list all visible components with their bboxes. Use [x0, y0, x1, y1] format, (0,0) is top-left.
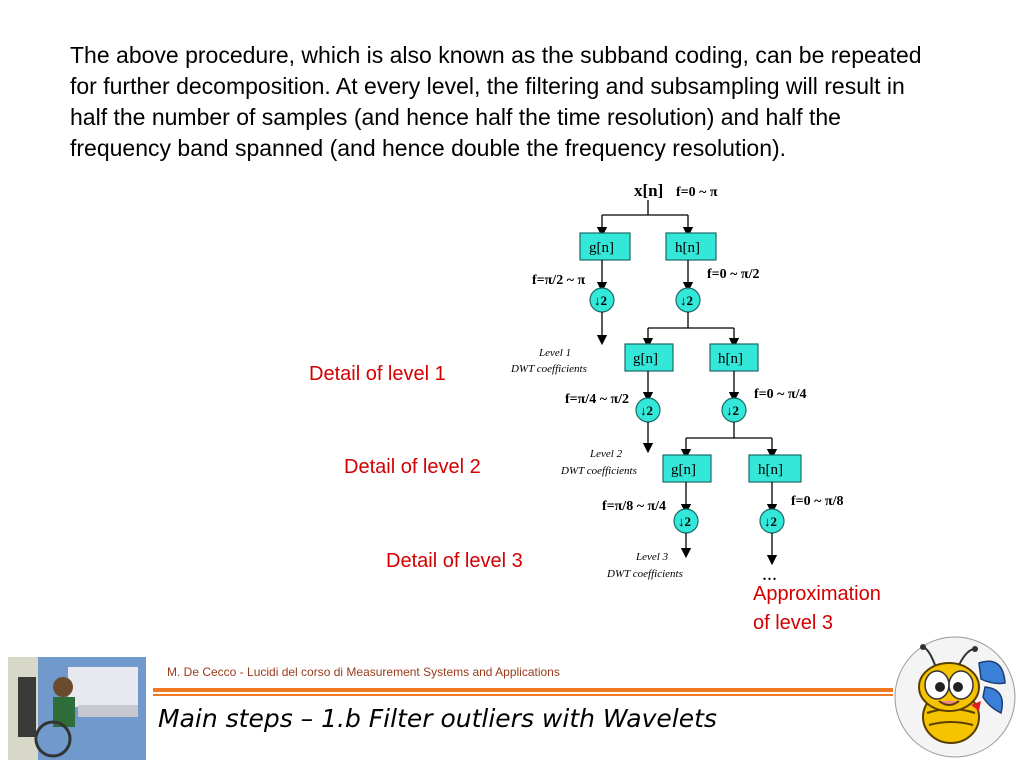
- input-signal-label: x[n]: [634, 181, 663, 200]
- highpass-filter-3: [662, 454, 712, 483]
- footer-credit: M. De Cecco - Lucidi del corso di Measur…: [167, 665, 560, 679]
- approximation-label: Approximation of level 3: [753, 580, 881, 638]
- highpass-filter-1-label: g[n]: [589, 240, 614, 256]
- intro-paragraph: The above procedure, which is also known…: [70, 42, 922, 161]
- approximation-line-2: of level 3: [753, 612, 834, 634]
- lowpass-filter-1-label: h[n]: [675, 240, 700, 256]
- band-g3-label: f=π/8 ~ π/4: [602, 499, 666, 514]
- lowpass-filter-3-label: h[n]: [758, 462, 783, 478]
- highpass-filter-3-label: g[n]: [671, 462, 696, 478]
- level2-coeff: DWT coefficients: [560, 465, 637, 477]
- lowpass-filter-2: [709, 343, 759, 372]
- level3-title: Level 3: [635, 551, 669, 563]
- band-h1-label: f=0 ~ π/2: [707, 267, 759, 282]
- lowpass-filter-1: [665, 232, 717, 261]
- lowpass-filter-2-label: h[n]: [718, 351, 743, 367]
- highpass-filter-1: [579, 232, 631, 261]
- highpass-filter-2-label: g[n]: [633, 351, 658, 367]
- ellipsis-label: ...: [762, 563, 777, 585]
- band-g2-label: f=π/4 ~ π/2: [565, 392, 629, 407]
- input-band-label: f=0 ~ π: [676, 185, 718, 200]
- footer-divider: [153, 688, 893, 692]
- downsample-g1-label: ↓2: [594, 293, 607, 308]
- lowpass-filter-3: [748, 454, 802, 483]
- footer-divider-thin: [153, 694, 893, 696]
- band-g1-label: f=π/2 ~ π: [532, 273, 585, 288]
- band-h3-label: f=0 ~ π/8: [791, 494, 843, 509]
- detail-level-1-label: Detail of level 1: [309, 363, 446, 385]
- downsample-h2-label: ↓2: [726, 403, 739, 418]
- bee-mascot-logo: [893, 635, 1017, 759]
- downsample-h3-label: ↓2: [764, 514, 777, 529]
- detail-level-3-label: Detail of level 3: [386, 550, 523, 572]
- downsample-g3-label: ↓2: [678, 514, 691, 529]
- downsample-g2-label: ↓2: [640, 403, 653, 418]
- level1-coeff: DWT coefficients: [510, 363, 587, 375]
- detail-level-2-label: Detail of level 2: [344, 456, 481, 478]
- highpass-filter-2: [624, 343, 674, 372]
- approximation-line-1: Approximation: [753, 583, 881, 605]
- wheelchair-photo: [8, 657, 146, 760]
- downsample-h1-label: ↓2: [680, 293, 693, 308]
- band-h2-label: f=0 ~ π/4: [754, 387, 806, 402]
- slide-title: Main steps – 1.b Filter outliers with Wa…: [158, 704, 717, 733]
- level1-title: Level 1: [538, 347, 571, 359]
- level3-coeff: DWT coefficients: [606, 568, 683, 580]
- level2-title: Level 2: [589, 448, 623, 460]
